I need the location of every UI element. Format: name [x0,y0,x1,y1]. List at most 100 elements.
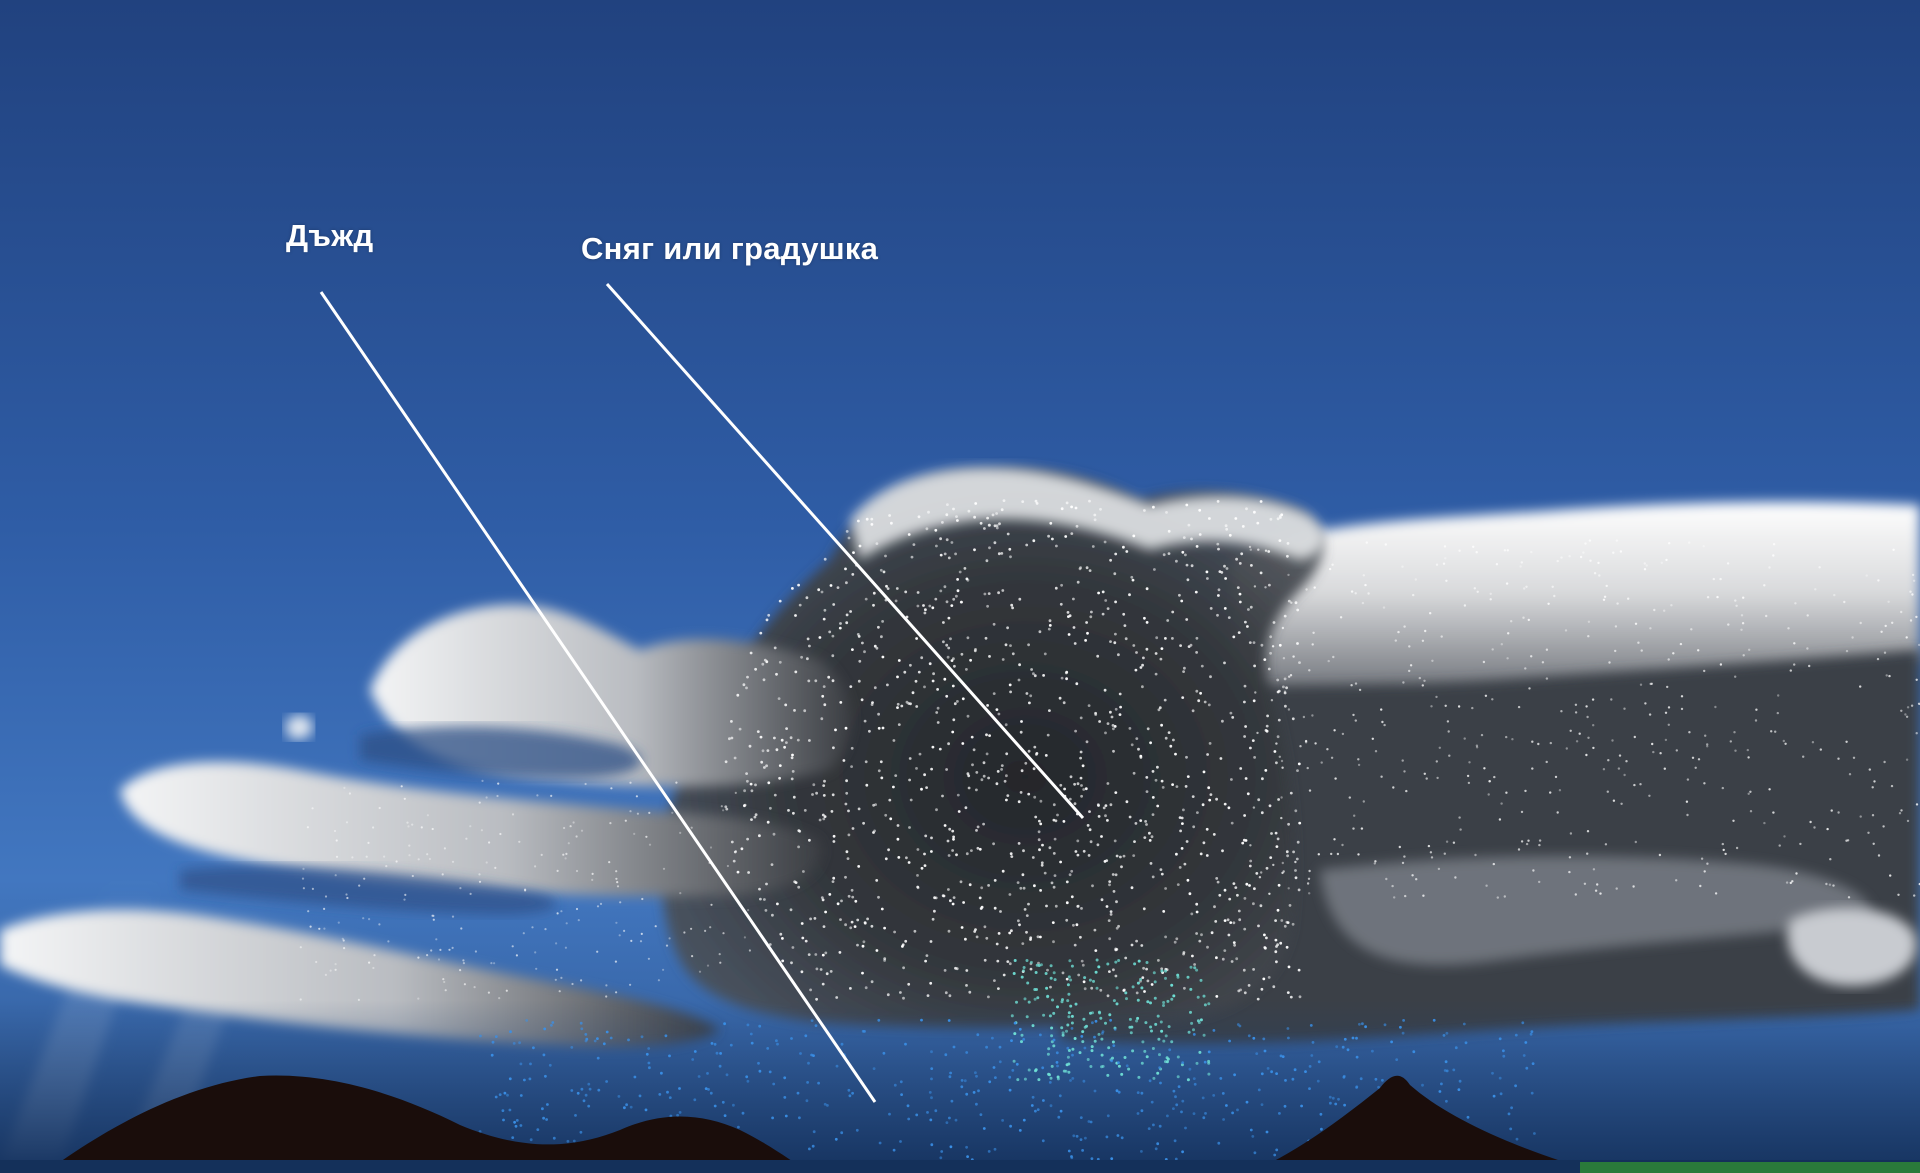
precip-dot [1517,705,1521,709]
precip-dot [877,1018,881,1022]
precip-dot [725,1073,729,1077]
precip-dot [1247,1034,1251,1038]
precip-dot [1117,924,1120,928]
precip-dot [822,817,826,821]
precip-dot [1051,998,1054,1002]
precip-dot [923,852,926,856]
precip-dot [881,655,885,659]
precip-dot [842,759,846,762]
precip-dot [1027,749,1031,753]
precip-dot [888,514,891,517]
precip-dot [334,963,337,966]
precip-dot [1010,1014,1014,1018]
precip-dot [903,670,907,674]
precip-dot [1091,545,1095,548]
precip-dot [838,951,842,954]
precip-dot [1382,606,1386,609]
precip-dot [1443,1069,1447,1072]
precip-dot [1100,1065,1104,1069]
precip-dot [785,741,788,744]
precip-dot [1174,1157,1178,1161]
precip-dot [1261,777,1264,781]
precip-dot [1227,806,1231,810]
precip-dot [1118,692,1122,696]
precip-dot [1265,936,1268,940]
precip-dot [1081,1030,1085,1034]
precip-dot [927,510,930,514]
precip-dot [1128,593,1131,597]
precip-dot [1279,1054,1283,1058]
precip-dot [572,821,575,824]
precip-dot [1101,1030,1105,1033]
precip-dot [888,798,892,802]
precip-dot [845,621,849,625]
precip-dot [372,966,375,970]
precip-dot [1326,748,1329,751]
precip-dot [1108,880,1112,883]
precip-dot [1291,922,1295,926]
precip-dot [934,896,938,900]
precip-dot [986,704,989,707]
precip-dot [1273,1153,1277,1157]
precip-dot [746,1023,750,1027]
precip-dot [956,793,960,797]
precip-dot [1262,1037,1266,1041]
precip-dot [1088,810,1091,813]
precip-dot [529,1062,532,1066]
precip-dot [1082,1017,1086,1021]
precip-dot [1314,742,1317,745]
precip-dot [1625,760,1628,763]
precip-dot [966,714,970,718]
precip-dot [884,813,888,817]
precip-dot [615,877,618,880]
precip-dot [1100,835,1103,838]
precip-dot [1031,1095,1035,1099]
precip-dot [1090,986,1094,990]
precip-dot [781,937,784,940]
precip-dot [462,962,465,965]
precip-dot [465,837,468,840]
left-mountain [60,1075,810,1173]
precip-dot [750,1041,754,1045]
precip-dot [747,871,750,874]
precip-dot [1115,1002,1119,1006]
precip-dot [1266,1067,1270,1070]
precip-dot [972,1091,976,1094]
precip-dot [863,719,867,723]
precip-dot [1244,620,1247,624]
precip-dot [1281,871,1284,875]
precip-dot [1225,567,1229,570]
precip-dot [1124,991,1128,995]
precip-dot [856,918,860,922]
precip-dot [948,1116,951,1120]
precip-dot [1209,675,1212,679]
precip-dot [750,818,753,821]
precip-dot [910,555,914,559]
precip-dot [908,778,911,782]
precip-dot [1269,651,1272,655]
precip-dot [835,996,839,999]
precip-dot [560,976,563,980]
precip-dot [930,1143,934,1147]
precip-dot [794,881,798,884]
precip-dot [1158,706,1162,710]
precip-dot [1163,698,1167,702]
precip-dot [556,869,559,873]
precip-dot [849,685,853,688]
precip-dot [1144,1021,1148,1025]
precip-dot [1268,804,1272,808]
precip-dot [1119,855,1122,859]
precip-dot [875,949,879,952]
precip-dot [1910,704,1914,707]
precip-dot [1648,713,1652,716]
precip-dot [1442,562,1446,565]
precip-dot [1373,862,1377,865]
precip-dot [1033,997,1037,1001]
precip-dot [1489,592,1492,595]
precip-dot [1134,668,1138,672]
precip-dot [1206,577,1209,580]
precip-dot [1160,872,1164,876]
precip-dot [1270,1070,1273,1074]
precip-dot [787,809,790,812]
precip-dot [1176,1075,1180,1079]
